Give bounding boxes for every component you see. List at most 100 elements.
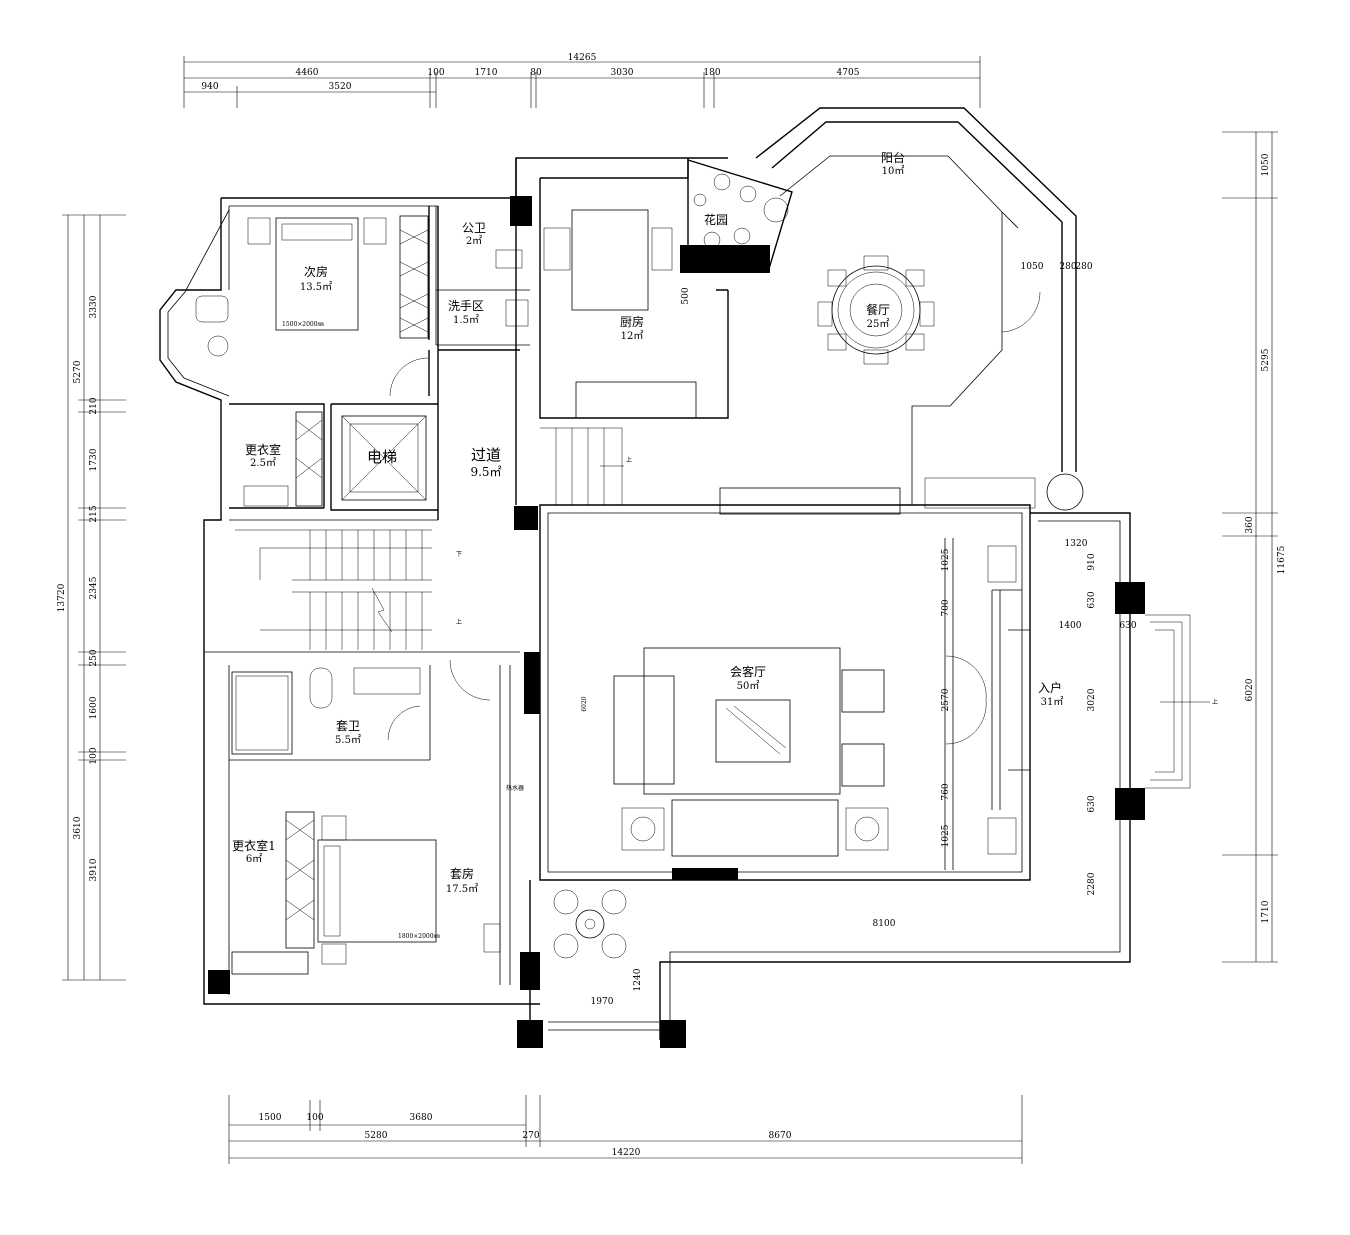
dim-inner: 1240 (633, 968, 643, 991)
dim-left: 3910 (89, 858, 99, 881)
dim-bottom: 100 (306, 1113, 323, 1123)
dim-right: 360 (1245, 516, 1255, 533)
dim-inner: 2570 (941, 688, 951, 711)
dim-bottom: 3680 (410, 1113, 433, 1123)
inner-dimensions: 1050 280 280 500 1320 910 630 1400 630 3… (581, 262, 1137, 1007)
dressing-room-1-area: 6㎡ (246, 853, 262, 865)
plant-icon (693, 173, 789, 249)
dim-left: 2345 (89, 576, 99, 599)
dim-left-overall: 13720 (57, 583, 67, 612)
dining-name: 餐厅 (866, 302, 890, 317)
walls (159, 107, 1210, 1040)
room-labels: 阳台 10㎡ 花园 次房 13.5㎡ 1500×2000㎜ 公卫 2㎡ 洗手区 … (232, 150, 1218, 940)
dim-left: 1730 (89, 448, 99, 471)
dim-left: 3610 (73, 816, 83, 839)
dim-left: 250 (89, 649, 99, 666)
dim-bottom-overall: 14220 (612, 1148, 641, 1158)
bathtub-icon (231, 671, 293, 755)
dim-bottom: 1500 (259, 1113, 282, 1123)
garden-name: 花园 (704, 212, 728, 227)
dim-inner: 1025 (941, 548, 951, 571)
wash-area-name: 洗手区 (448, 299, 484, 313)
bed-icon (317, 839, 437, 943)
dressing-room-name: 更衣室 (245, 442, 281, 457)
dim-right-overall: 11675 (1277, 545, 1287, 574)
second-bedroom-bed-size: 1500×2000㎜ (282, 321, 324, 328)
furniture (195, 173, 1084, 975)
dim-top: 3520 (329, 82, 352, 92)
dim-left: 1600 (89, 696, 99, 719)
dim-inner: 1400 (1059, 621, 1082, 631)
wash-area-area: 1.5㎡ (453, 314, 479, 326)
elevator-icon (341, 415, 427, 501)
table-icon (575, 909, 605, 939)
suite-bath-area: 5.5㎡ (335, 734, 361, 746)
entrance-area: 31㎡ (1041, 696, 1064, 708)
dim-bottom: 270 (522, 1131, 539, 1141)
stair-up-label: 上 (456, 618, 462, 626)
dim-top: 3030 (611, 68, 634, 78)
dim-top: 4460 (296, 68, 319, 78)
dim-left: 3330 (89, 295, 99, 318)
kitchen-area: 12㎡ (621, 330, 644, 342)
plant-icon (1046, 473, 1084, 511)
dim-top: 100 (427, 68, 444, 78)
master-bedroom-area: 17.5㎡ (446, 883, 478, 895)
dressing-room-1-name: 更衣室1 (232, 838, 276, 853)
dim-inner: 1970 (591, 997, 614, 1007)
dim-bottom: 5280 (365, 1131, 388, 1141)
dim-left: 5270 (73, 360, 83, 383)
dim-inner: 3020 (1087, 688, 1097, 711)
entrance-up-label: 上 (1212, 698, 1218, 706)
suite-bath-name: 套卫 (336, 719, 360, 733)
corridor-area: 9.5㎡ (470, 465, 501, 479)
dim-top: 1710 (475, 68, 498, 78)
dim-top: 4705 (837, 68, 860, 78)
dim-top-overall: 14265 (568, 53, 597, 63)
dim-inner: 700 (941, 599, 951, 616)
dim-inner: 8100 (873, 919, 896, 929)
dim-inner: 630 (1087, 795, 1097, 812)
living-room-name: 会客厅 (730, 664, 766, 679)
dressing-room-area: 2.5㎡ (250, 457, 276, 469)
dim-inner: 1320 (1065, 539, 1088, 549)
dim-inner: 2280 (1087, 872, 1097, 895)
dim-right: 5295 (1261, 348, 1271, 371)
master-bedroom-name: 套房 (450, 866, 474, 881)
dim-left: 215 (89, 505, 99, 522)
entrance-name: 入户 (1038, 680, 1062, 695)
dim-top: 940 (201, 82, 218, 92)
second-bedroom-name: 次房 (304, 264, 328, 279)
public-wc-name: 公卫 (462, 221, 486, 235)
dim-inner: 6020 (581, 696, 588, 711)
sofa-icon (671, 799, 839, 857)
stair-up-label: 上 (626, 456, 632, 464)
dim-inner: 280 (1059, 262, 1076, 272)
dim-inner: 630 (1087, 591, 1097, 608)
sofa-icon (613, 675, 675, 785)
balcony-name: 阳台 (881, 150, 905, 165)
balcony-area: 10㎡ (882, 165, 905, 177)
public-wc-area: 2㎡ (466, 235, 482, 247)
master-bed-size: 1800×2000㎜ (398, 933, 440, 940)
dim-inner: 500 (681, 287, 691, 304)
dim-inner: 910 (1087, 553, 1097, 570)
dim-inner: 1050 (1021, 262, 1044, 272)
stair-down-label: 下 (456, 551, 462, 558)
dim-top: 180 (703, 68, 720, 78)
dining-area: 25㎡ (867, 318, 890, 330)
kitchen-name: 厨房 (620, 314, 644, 329)
columns (208, 196, 1145, 1048)
dim-bottom: 8670 (769, 1131, 792, 1141)
dim-right: 1710 (1261, 900, 1271, 923)
dim-inner: 630 (1119, 621, 1136, 631)
corridor-name: 过道 (471, 446, 501, 464)
dim-inner: 1025 (941, 824, 951, 847)
living-room-area: 50㎡ (737, 680, 760, 692)
water-heater-label: 热水器 (506, 784, 524, 792)
coffee-table-icon (715, 699, 791, 763)
bed-icon (275, 217, 359, 331)
dim-right: 1050 (1261, 153, 1271, 176)
second-bedroom-area: 13.5㎡ (300, 281, 332, 293)
dim-inner: 280 (1075, 262, 1092, 272)
